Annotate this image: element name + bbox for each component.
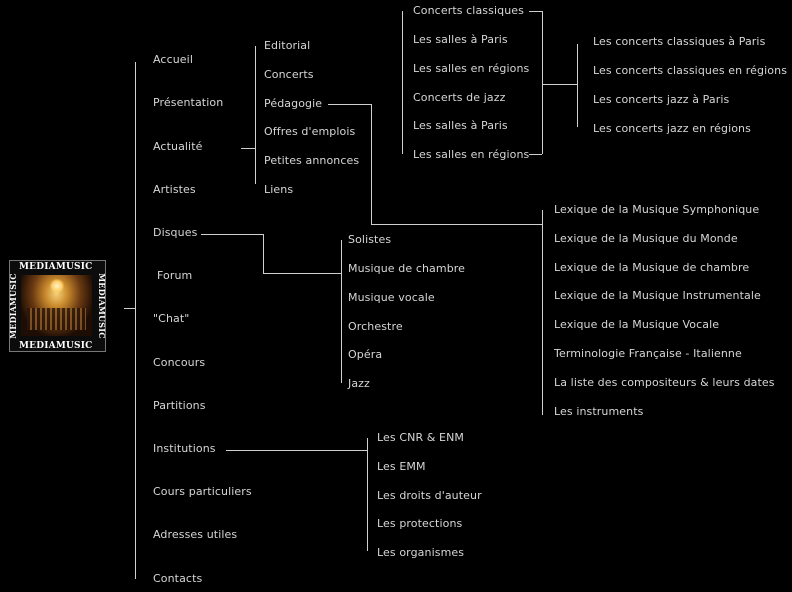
logo-text-top: MEDIAMUSIC <box>19 262 93 272</box>
connector-concerts-right <box>542 11 543 154</box>
connector-concerts-sub <box>542 84 577 85</box>
concerts-jazz-regions[interactable]: Les concerts jazz en régions <box>593 122 751 135</box>
concerts-salles-regions-2[interactable]: Les salles en régions <box>413 148 530 161</box>
disques-opera[interactable]: Opéra <box>348 348 383 361</box>
connector-disques-trunk <box>341 240 342 383</box>
pedagogie-compositeurs[interactable]: La liste des compositeurs & leurs dates <box>554 376 775 389</box>
nav-forum[interactable]: Forum <box>157 269 193 282</box>
disques-orchestre[interactable]: Orchestre <box>348 320 403 333</box>
connector-institutions <box>226 450 367 451</box>
concerts-classiques[interactable]: Concerts classiques <box>413 4 524 17</box>
concerts-salles-paris-1[interactable]: Les salles à Paris <box>413 33 508 46</box>
nav-chat[interactable]: "Chat" <box>153 312 190 325</box>
connector-pedagogie-drop <box>371 104 372 224</box>
institutions-emm[interactable]: Les EMM <box>377 460 426 473</box>
concerts-salles-regions-1[interactable]: Les salles en régions <box>413 62 530 75</box>
nav-presentation[interactable]: Présentation <box>153 96 224 109</box>
pedagogie-instruments[interactable]: Les instruments <box>554 405 644 418</box>
nav-adresses-utiles[interactable]: Adresses utiles <box>153 528 238 541</box>
connector-concerts-bottom <box>529 154 542 155</box>
actualite-concerts[interactable]: Concerts <box>264 68 314 81</box>
nav-institutions[interactable]: Institutions <box>153 442 216 455</box>
connector-concerts-sub-trunk <box>577 44 578 127</box>
actualite-liens[interactable]: Liens <box>264 183 294 196</box>
actualite-pedagogie[interactable]: Pédagogie <box>264 97 323 110</box>
nav-accueil[interactable]: Accueil <box>153 53 193 66</box>
institutions-protections[interactable]: Les protections <box>377 517 463 530</box>
actualite-offres-emplois[interactable]: Offres d'emplois <box>264 125 356 138</box>
institutions-organismes[interactable]: Les organismes <box>377 546 465 559</box>
mediamusic-logo[interactable]: MEDIAMUSIC MEDIAMUSIC MEDIAMUSIC MEDIAMU… <box>7 260 108 352</box>
connector-actualite <box>241 148 255 149</box>
pedagogie-terminologie[interactable]: Terminologie Française - Italienne <box>554 347 742 360</box>
concerts-classiques-regions[interactable]: Les concerts classiques en régions <box>593 64 788 77</box>
nav-contacts[interactable]: Contacts <box>153 572 203 585</box>
pedagogie-lexique-monde[interactable]: Lexique de la Musique du Monde <box>554 232 738 245</box>
logo-text-left: MEDIAMUSIC <box>7 273 18 339</box>
pedagogie-lexique-vocale[interactable]: Lexique de la Musique Vocale <box>554 318 720 331</box>
nav-artistes[interactable]: Artistes <box>153 183 196 196</box>
concerts-salles-paris-2[interactable]: Les salles à Paris <box>413 119 508 132</box>
connector-concerts-trunk <box>402 11 403 154</box>
disques-musique-vocale[interactable]: Musique vocale <box>348 291 435 304</box>
institutions-cnr-enm[interactable]: Les CNR & ENM <box>377 431 465 444</box>
logo-text-bottom: MEDIAMUSIC <box>19 341 93 351</box>
connector-logo-main <box>124 308 135 309</box>
disques-musique-chambre[interactable]: Musique de chambre <box>348 262 466 275</box>
connector-pedagogie <box>328 104 371 105</box>
nav-actualite[interactable]: Actualité <box>153 140 203 153</box>
actualite-editorial[interactable]: Editorial <box>264 39 311 52</box>
connector-pedagogie-cross <box>371 224 542 225</box>
concert-hall-image <box>21 275 92 336</box>
connector-disques <box>201 234 263 235</box>
pedagogie-lexique-symphonique[interactable]: Lexique de la Musique Symphonique <box>554 203 760 216</box>
pedagogie-lexique-chambre[interactable]: Lexique de la Musique de chambre <box>554 261 750 274</box>
logo-text-right: MEDIAMUSIC <box>97 273 108 339</box>
actualite-petites-annonces[interactable]: Petites annonces <box>264 154 360 167</box>
connector-institutions-trunk <box>367 438 368 551</box>
connector-actualite-trunk <box>255 46 256 184</box>
pedagogie-lexique-instrumentale[interactable]: Lexique de la Musique Instrumentale <box>554 289 761 302</box>
concerts-classiques-paris[interactable]: Les concerts classiques à Paris <box>593 35 766 48</box>
connector-main-trunk <box>135 62 136 579</box>
nav-partitions[interactable]: Partitions <box>153 399 206 412</box>
nav-cours-particuliers[interactable]: Cours particuliers <box>153 485 252 498</box>
nav-concours[interactable]: Concours <box>153 356 206 369</box>
disques-jazz[interactable]: Jazz <box>348 377 370 390</box>
connector-concerts-top <box>529 11 542 12</box>
concerts-jazz-paris[interactable]: Les concerts jazz à Paris <box>593 93 730 106</box>
nav-disques[interactable]: Disques <box>153 226 198 239</box>
connector-disques-cross <box>263 273 341 274</box>
connector-disques-drop <box>263 234 264 273</box>
disques-solistes[interactable]: Solistes <box>348 233 392 246</box>
concerts-jazz[interactable]: Concerts de jazz <box>413 91 506 104</box>
connector-pedagogie-trunk <box>542 210 543 415</box>
institutions-droits-auteur[interactable]: Les droits d'auteur <box>377 489 482 502</box>
